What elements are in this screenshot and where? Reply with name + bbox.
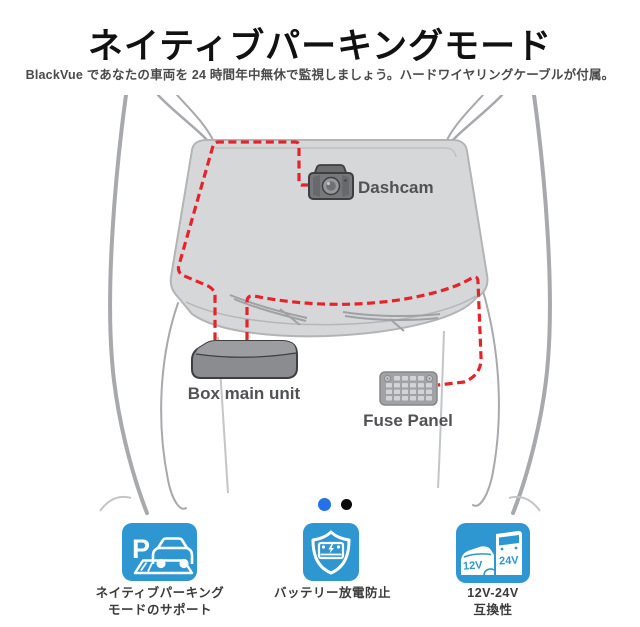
caption-line: ネイティブパーキング [95, 586, 225, 600]
cable-dashcam-to-box [176, 140, 309, 340]
truck-24v-label: 24V [499, 554, 520, 567]
car-12v-label: 12V [463, 559, 484, 572]
cable-box-to-fuse [245, 275, 483, 387]
wiper-blades [229, 294, 441, 332]
windshield [169, 139, 489, 338]
carousel-pagination [0, 498, 640, 512]
parking-p-letter: P [132, 534, 150, 564]
caption-line: 互換性 [473, 603, 513, 617]
caption-line: モードのサポート [107, 603, 212, 617]
feature-caption-parking: ネイティブパーキング モードのサポート [85, 585, 235, 619]
pagination-dot-active[interactable] [318, 498, 331, 511]
voltage-vehicles-icon: 24V 12V [456, 523, 530, 583]
box-main-unit-label: Box main unit [188, 384, 301, 403]
pagination-dot-inactive[interactable] [341, 499, 352, 510]
caption-line: 12V-24V [467, 586, 519, 600]
caption-line: バッテリー放電防止 [273, 586, 391, 600]
dashcam-device [308, 164, 354, 200]
parking-car-icon: P [122, 523, 197, 581]
windshield-frame-line [215, 147, 457, 158]
page-subtitle: BlackVue であなたの車両を 24 時間年中無休で監視しましょう。ハードワ… [25, 68, 615, 82]
car-wiring-diagram: Dashcam Box main unit [99, 95, 552, 515]
car-body-outline [108, 95, 552, 515]
cowl-line [185, 295, 477, 326]
fuse-panel-label: Fuse Panel [363, 411, 453, 430]
fuse-panel-device [379, 371, 438, 406]
box-main-unit-device [191, 340, 298, 379]
page-title: ネイティブパーキングモード [87, 27, 553, 66]
hood-creases [99, 330, 541, 512]
battery-shield-icon [303, 523, 359, 581]
feature-caption-battery: バッテリー放電防止 [255, 585, 410, 602]
dashcam-label: Dashcam [358, 178, 434, 197]
feature-caption-voltage: 12V-24V 互換性 [418, 585, 568, 619]
